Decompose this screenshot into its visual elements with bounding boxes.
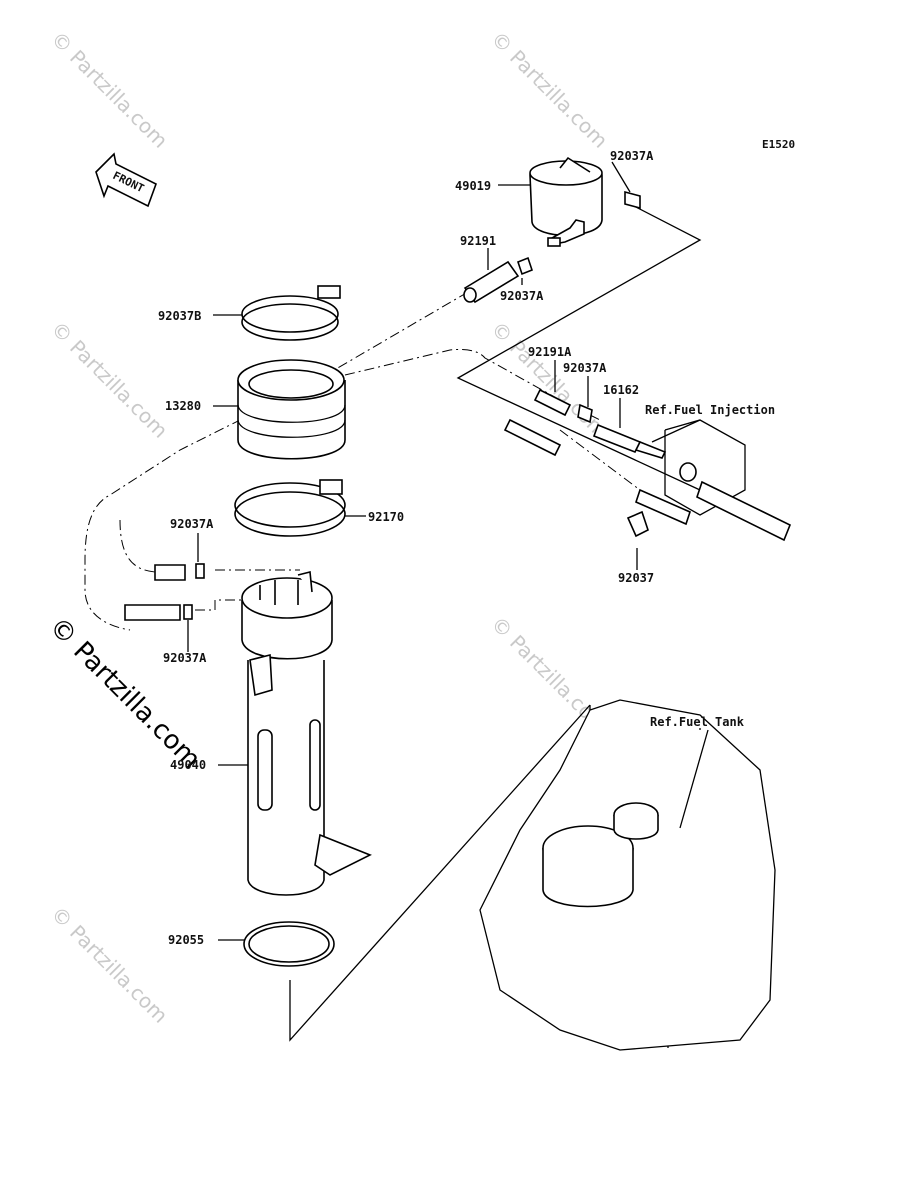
o-ring-92055 (243, 921, 335, 967)
fuel-pump-49040 (241, 570, 372, 896)
front-arrow-icon: FRONT (95, 152, 157, 208)
label-ref-fuel-injection: Ref.Fuel Injection (645, 403, 775, 417)
label-92037B: 92037B (158, 309, 201, 323)
label-92037A-right: 92037A (563, 361, 607, 375)
label-16162: 16162 (603, 383, 639, 397)
label-92037: 92037 (618, 571, 654, 585)
label-92191A: 92191A (528, 345, 572, 359)
label-92037A-top: 92037A (610, 149, 654, 163)
label-92037A-left-1: 92037A (170, 517, 214, 531)
hose-92191 (463, 256, 533, 304)
left-hoses (124, 563, 205, 621)
label-ref-fuel-tank: Ref.Fuel Tank (650, 715, 745, 729)
label-49019: 49019 (455, 179, 491, 193)
watermark-4: © Partzilla.com (486, 317, 612, 443)
watermark-large: © Partzilla.com (43, 612, 206, 775)
watermark-2: © Partzilla.com (486, 27, 612, 153)
right-hoses (503, 388, 792, 542)
watermark-3: © Partzilla.com (46, 317, 172, 443)
label-92055: 92055 (168, 933, 204, 947)
label-92170: 92170 (368, 510, 404, 524)
part-labels: 92037A 49019 92191 92037A 92037B 13280 9… (158, 149, 775, 947)
seal-13280 (237, 359, 346, 460)
label-13280: 13280 (165, 399, 201, 413)
leader-lines (187, 161, 709, 941)
clamp-92037B (241, 285, 341, 341)
diagram-code: E1520 (762, 138, 795, 151)
fuel-tank-ref (479, 699, 776, 1051)
label-49040: 49040 (170, 758, 206, 772)
watermark-6: © Partzilla.com (46, 902, 172, 1028)
fuel-filter-49019 (529, 156, 641, 247)
watermark-1: © Partzilla.com (46, 27, 172, 153)
routing-lines (84, 291, 641, 631)
label-92037A-mid: 92037A (500, 289, 544, 303)
label-92037A-left-2: 92037A (163, 651, 207, 665)
clamp-92170 (234, 479, 346, 537)
label-92191: 92191 (460, 234, 496, 248)
